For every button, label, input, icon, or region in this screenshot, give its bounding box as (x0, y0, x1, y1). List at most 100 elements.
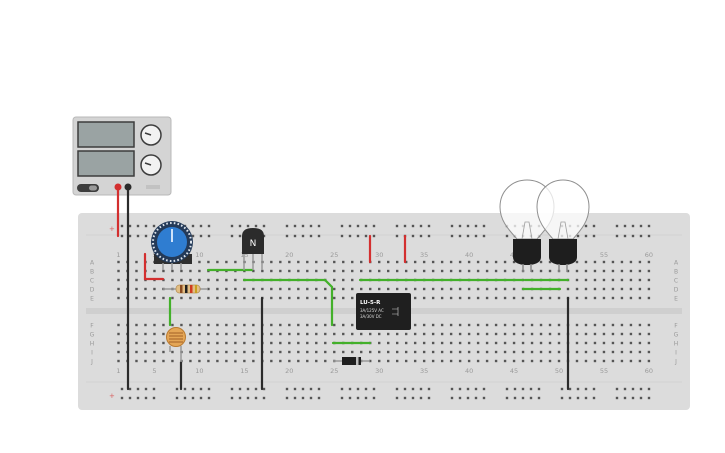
rail-hole[interactable] (254, 224, 258, 228)
breadboard-hole[interactable] (117, 359, 120, 363)
rail-hole[interactable] (317, 234, 321, 238)
breadboard-hole[interactable] (476, 296, 480, 300)
breadboard-hole[interactable] (431, 287, 435, 291)
breadboard-hole[interactable] (144, 323, 147, 327)
breadboard-hole[interactable] (279, 296, 282, 300)
breadboard-hole[interactable] (584, 359, 588, 363)
rail-hole[interactable] (301, 396, 305, 400)
breadboard-hole[interactable] (638, 287, 642, 291)
breadboard-hole[interactable] (584, 260, 588, 264)
rail-hole[interactable] (144, 396, 148, 400)
breadboard-hole[interactable] (512, 332, 516, 336)
breadboard-hole[interactable] (602, 260, 606, 264)
breadboard-hole[interactable] (198, 296, 201, 300)
rail-hole[interactable] (207, 396, 211, 400)
rail-hole[interactable] (144, 224, 148, 228)
breadboard-hole[interactable] (324, 269, 327, 273)
breadboard-hole[interactable] (117, 350, 120, 354)
breadboard-hole[interactable] (216, 296, 219, 300)
rail-hole[interactable] (199, 396, 203, 400)
breadboard-hole[interactable] (647, 350, 651, 354)
breadboard-hole[interactable] (342, 350, 345, 354)
breadboard-hole[interactable] (360, 260, 363, 264)
breadboard-hole[interactable] (270, 323, 273, 327)
breadboard-hole[interactable] (422, 359, 426, 363)
breadboard-hole[interactable] (431, 323, 435, 327)
breadboard-hole[interactable] (404, 350, 408, 354)
breadboard-hole[interactable] (602, 350, 606, 354)
rail-hole[interactable] (458, 387, 462, 391)
breadboard-hole[interactable] (611, 323, 615, 327)
rail-hole[interactable] (152, 387, 156, 391)
breadboard-hole[interactable] (638, 278, 642, 282)
breadboard-hole[interactable] (189, 350, 192, 354)
rail-hole[interactable] (254, 396, 258, 400)
rail-hole[interactable] (120, 396, 124, 400)
breadboard-hole[interactable] (135, 296, 138, 300)
breadboard-hole[interactable] (252, 287, 255, 291)
rail-hole[interactable] (301, 234, 305, 238)
breadboard-hole[interactable] (584, 350, 588, 354)
breadboard-hole[interactable] (638, 359, 642, 363)
rail-hole[interactable] (262, 387, 266, 391)
breadboard-hole[interactable] (593, 359, 597, 363)
breadboard-hole[interactable] (422, 350, 426, 354)
rail-hole[interactable] (521, 387, 525, 391)
relay[interactable]: LU-5-R 3A/125V AC 3A/30V DC (356, 293, 411, 330)
rail-hole[interactable] (482, 224, 486, 228)
breadboard-hole[interactable] (342, 296, 345, 300)
breadboard-hole[interactable] (207, 341, 210, 345)
rail-hole[interactable] (372, 387, 376, 391)
breadboard-hole[interactable] (288, 260, 291, 264)
breadboard-hole[interactable] (467, 341, 471, 345)
breadboard-hole[interactable] (575, 350, 579, 354)
rail-hole[interactable] (505, 396, 509, 400)
breadboard-hole[interactable] (476, 341, 480, 345)
rail-hole[interactable] (144, 234, 148, 238)
breadboard-hole[interactable] (315, 341, 318, 345)
rail-hole[interactable] (120, 224, 124, 228)
breadboard-hole[interactable] (207, 287, 210, 291)
breadboard-hole[interactable] (521, 332, 525, 336)
breadboard-hole[interactable] (234, 260, 237, 264)
positive-terminal-icon[interactable] (114, 183, 122, 191)
breadboard-hole[interactable] (413, 287, 417, 291)
breadboard-hole[interactable] (440, 332, 444, 336)
breadboard-hole[interactable] (539, 359, 543, 363)
breadboard-hole[interactable] (216, 287, 219, 291)
breadboard-hole[interactable] (351, 350, 354, 354)
breadboard-hole[interactable] (216, 350, 219, 354)
breadboard-hole[interactable] (315, 296, 318, 300)
rail-hole[interactable] (419, 224, 423, 228)
breadboard-hole[interactable] (324, 287, 327, 291)
rail-hole[interactable] (474, 234, 478, 238)
breadboard-hole[interactable] (225, 350, 228, 354)
rail-hole[interactable] (474, 396, 478, 400)
rail-hole[interactable] (403, 387, 407, 391)
breadboard-hole[interactable] (593, 323, 597, 327)
breadboard-hole[interactable] (521, 350, 525, 354)
breadboard-hole[interactable] (153, 359, 156, 363)
breadboard-hole[interactable] (593, 296, 597, 300)
breadboard-hole[interactable] (431, 269, 435, 273)
breadboard-hole[interactable] (333, 269, 336, 273)
breadboard-hole[interactable] (602, 287, 606, 291)
breadboard-hole[interactable] (629, 350, 633, 354)
breadboard-hole[interactable] (449, 341, 453, 345)
rail-hole[interactable] (427, 224, 431, 228)
breadboard-hole[interactable] (207, 332, 210, 336)
rail-hole[interactable] (317, 396, 321, 400)
breadboard-hole[interactable] (207, 359, 210, 363)
rail-hole[interactable] (238, 396, 242, 400)
breadboard-hole[interactable] (135, 350, 138, 354)
rail-hole[interactable] (199, 387, 203, 391)
breadboard-hole[interactable] (620, 341, 624, 345)
breadboard-hole[interactable] (117, 323, 120, 327)
rail-hole[interactable] (482, 234, 486, 238)
breadboard-hole[interactable] (225, 278, 228, 282)
breadboard-hole[interactable] (494, 323, 498, 327)
breadboard-hole[interactable] (602, 332, 606, 336)
rail-hole[interactable] (262, 224, 266, 228)
breadboard-hole[interactable] (485, 260, 489, 264)
rail-hole[interactable] (482, 396, 486, 400)
